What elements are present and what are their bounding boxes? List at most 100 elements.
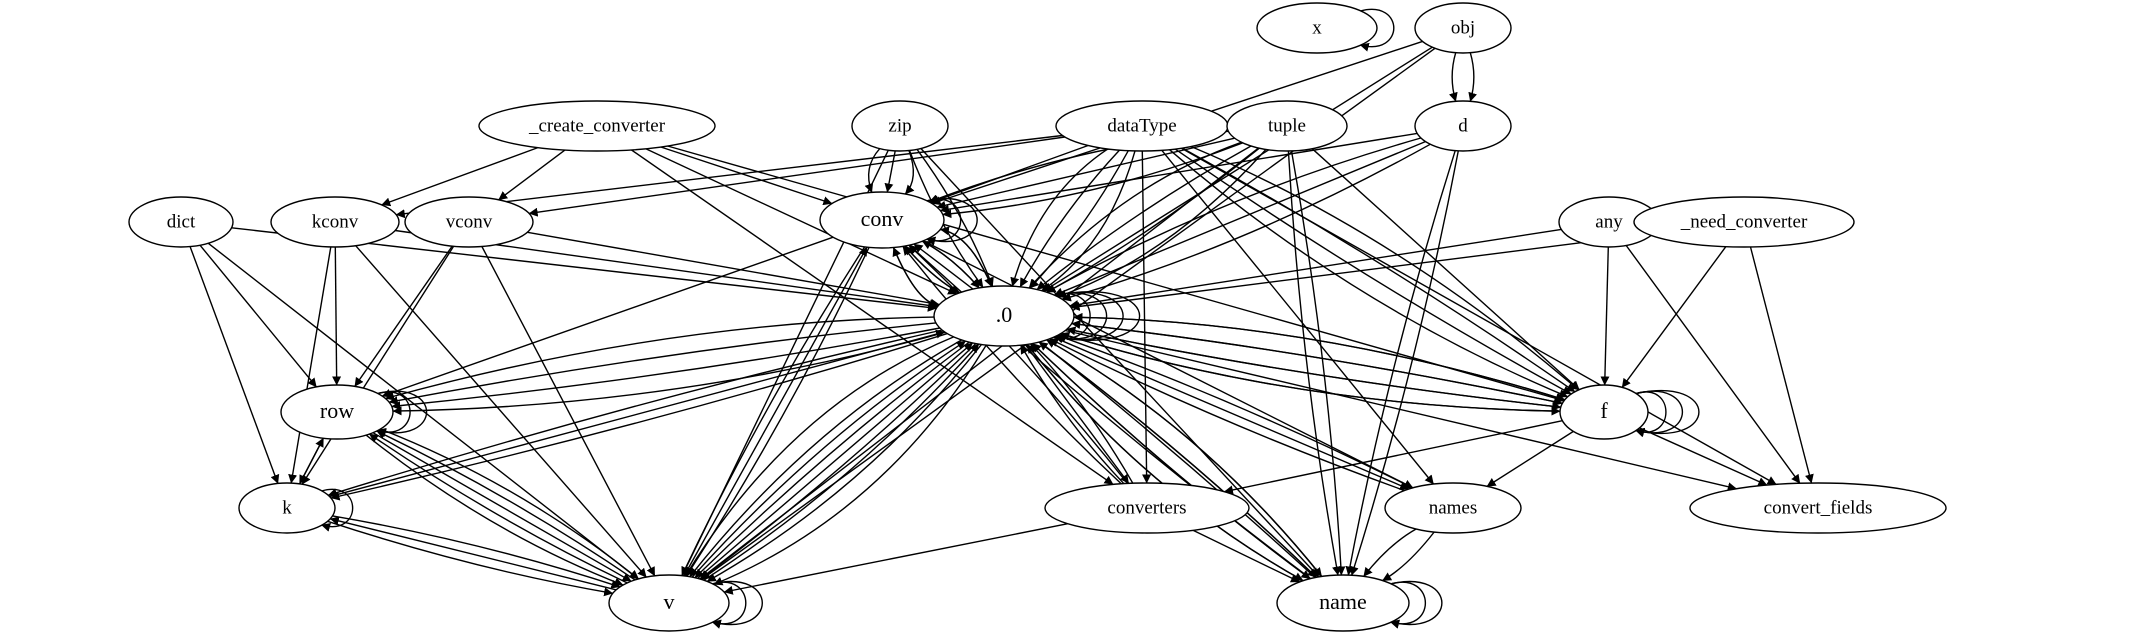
node-label: d	[1458, 115, 1468, 136]
node-k: k	[238, 482, 336, 534]
edge-names-to-name-0	[1382, 531, 1435, 582]
edge-need_converter-to-f-0	[1621, 246, 1727, 388]
edge-f-self-2	[1635, 389, 1700, 437]
edge-kconv-to-row-0	[332, 246, 342, 386]
edge-zero-to-row-1	[391, 327, 941, 411]
edge-zero-to-k-1	[327, 329, 943, 497]
edge-row-self-1	[376, 390, 428, 437]
node-ellipse	[608, 574, 730, 632]
edge-dataType-to-convert_fields-0	[1180, 147, 1777, 486]
node-zip: zip	[851, 100, 949, 152]
edge-conv-self-1	[926, 198, 978, 246]
edge-name-to-conv-1	[913, 243, 1316, 579]
edge-zero-self-3	[1053, 291, 1141, 343]
edge-dataType-to-vconv-0	[528, 136, 1065, 217]
node-label: dict	[167, 211, 196, 232]
edge-f-to-names-0	[1486, 430, 1574, 487]
node-vconv: vconv	[404, 196, 534, 248]
edge-create_converter-to-vconv-0	[498, 149, 566, 201]
edge-name-self-0	[1390, 581, 1426, 629]
edge-tuple-to-f-0	[1311, 148, 1580, 391]
edge-converters-to-v-0	[723, 523, 1068, 595]
edge-obj-to-d-0	[1468, 52, 1478, 102]
node-conv: conv	[819, 191, 945, 249]
edge-tuple-to-zero-0	[1057, 148, 1267, 299]
node-dict: dict	[128, 196, 234, 248]
edge-v-to-zero-0	[691, 340, 966, 578]
edge-tuple-to-name-0	[1290, 150, 1346, 576]
edge-name-to-zero-0	[1026, 343, 1304, 582]
edge-tuple-to-conv-1	[936, 137, 1235, 210]
edge-zero-self-2	[1053, 291, 1124, 343]
node-ellipse	[1276, 574, 1410, 632]
edge-dict-to-k-0	[189, 246, 280, 484]
edge-f-self-1	[1635, 390, 1683, 437]
edge-zero-to-names-0	[1053, 336, 1410, 490]
node-f: f	[1559, 384, 1649, 440]
node-ellipse	[1256, 2, 1378, 54]
edge-converters-to-conv-1	[908, 244, 1129, 484]
node-converters: converters	[1044, 482, 1250, 534]
node-v: v	[608, 574, 730, 632]
node-ellipse	[280, 384, 394, 440]
node-name: name	[1276, 574, 1410, 632]
edge-d-to-name-0	[1349, 150, 1459, 576]
node-x: x	[1256, 2, 1378, 54]
node-create-converter: _create_converter	[478, 100, 716, 152]
edge-converters-to-name-0	[1192, 529, 1300, 583]
edge-any-to-convert_fields-0	[1625, 245, 1801, 484]
node-label: k	[282, 497, 292, 518]
edge-create_converter-to-zero-0	[645, 148, 958, 295]
edge-zero-to-v-4	[689, 339, 963, 578]
edge-zip-to-name-0	[920, 148, 1320, 578]
edge-converters-to-zero-1	[1029, 343, 1134, 484]
edge-conv-to-zero-3	[892, 247, 939, 309]
edge-v-self-0	[711, 581, 747, 629]
edge-tuple-to-conv-0	[942, 142, 1244, 219]
node-ellipse	[478, 100, 716, 152]
edge-name-to-zero-3	[1046, 339, 1323, 577]
node-label: _create_converter	[528, 115, 666, 136]
edge-f-to-convert_fields-0	[1639, 427, 1768, 486]
node-label: names	[1429, 497, 1478, 518]
edge-x-self-0	[1359, 8, 1395, 52]
edge-zero-to-row-0	[392, 331, 946, 416]
edge-zero-to-f-2	[1066, 328, 1562, 411]
edge-f-to-zero-1	[1066, 326, 1561, 408]
edge-f-to-zero-3	[1073, 312, 1565, 401]
node-zero: .0	[933, 285, 1075, 347]
edge-k-to-zero-0	[329, 329, 946, 498]
node-label: name	[1319, 589, 1367, 614]
node-ellipse	[1414, 100, 1512, 152]
edge-names-to-zero-1	[1057, 333, 1414, 489]
edge-d-to-name-1	[1345, 150, 1456, 576]
edge-zero-to-conv-2	[922, 240, 980, 289]
edge-f-to-zero-0	[1060, 331, 1561, 412]
node-label: dataType	[1107, 115, 1176, 136]
edge-v-to-conv-0	[683, 246, 868, 577]
edge-v-self-1	[711, 581, 763, 629]
node-label: f	[1600, 398, 1608, 423]
edge-f-to-zero-2	[1071, 320, 1563, 404]
node-label: tuple	[1268, 115, 1306, 136]
edge-d-to-zero-0	[1061, 143, 1431, 302]
edge-vconv-to-row-0	[354, 245, 453, 387]
edge-dataType-to-zero-2	[1019, 149, 1121, 288]
edge-zero-to-v-3	[694, 341, 970, 579]
node-dataType: dataType	[1055, 100, 1229, 152]
node-ellipse	[1414, 2, 1512, 54]
edge-zero-to-conv-0	[892, 247, 939, 307]
node-ellipse	[404, 196, 534, 248]
edge-row-to-v-2	[365, 434, 624, 587]
edge-zip-to-conv-0	[904, 150, 915, 195]
node-label: conv	[861, 206, 904, 231]
edge-create_converter-to-kconv-0	[381, 146, 539, 207]
edge-v-to-row-0	[369, 433, 628, 584]
edge-row-to-v-1	[372, 432, 632, 582]
edge-k-to-v-0	[332, 515, 621, 589]
edge-dataType-to-zero-0	[1041, 150, 1136, 292]
node-ellipse	[1633, 196, 1855, 248]
node-label: any	[1595, 211, 1623, 232]
edge-d-to-zero-1	[1053, 140, 1426, 297]
node-ellipse	[270, 196, 400, 248]
